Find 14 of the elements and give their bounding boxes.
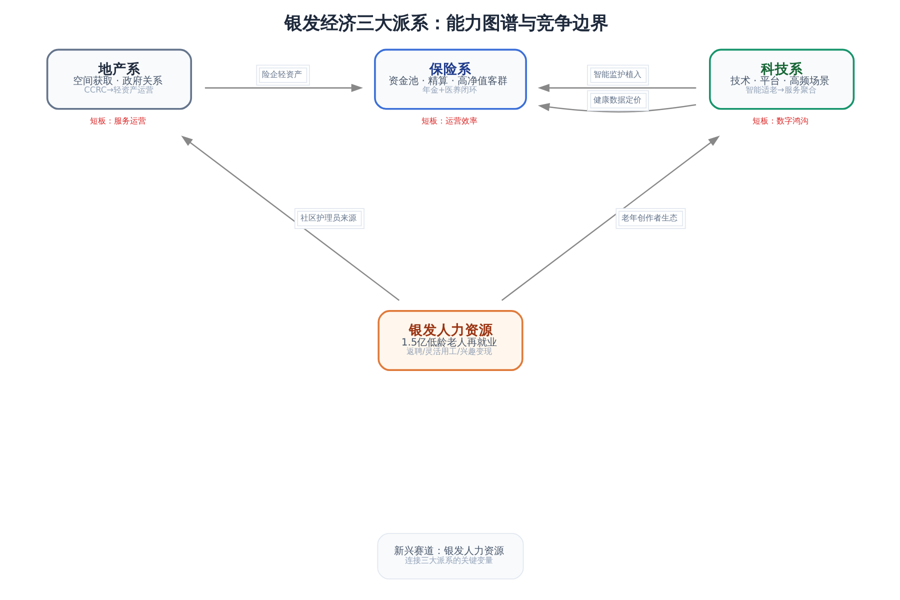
arrow [180, 136, 400, 301]
node-label: 短板：运营效率 [420, 116, 477, 126]
diagram-title: 银发经济三大派系：能力图谱与竞争边界 [284, 13, 608, 34]
edge-label: 社区护理员来源 [300, 212, 356, 223]
edge-label: 智能监护植入 [592, 69, 641, 80]
arrow [537, 84, 696, 92]
edge-label: 险企轻资产 [262, 69, 302, 80]
edge-label: 健康数据定价 [592, 94, 641, 105]
node-label: 短板：服务运营 [90, 116, 146, 126]
arrow [204, 84, 362, 92]
arrow [537, 103, 696, 112]
edge-label: 老年创作者生态 [621, 212, 678, 223]
arrow [500, 136, 720, 301]
node-label: 短板：数字鸿沟 [752, 116, 808, 126]
